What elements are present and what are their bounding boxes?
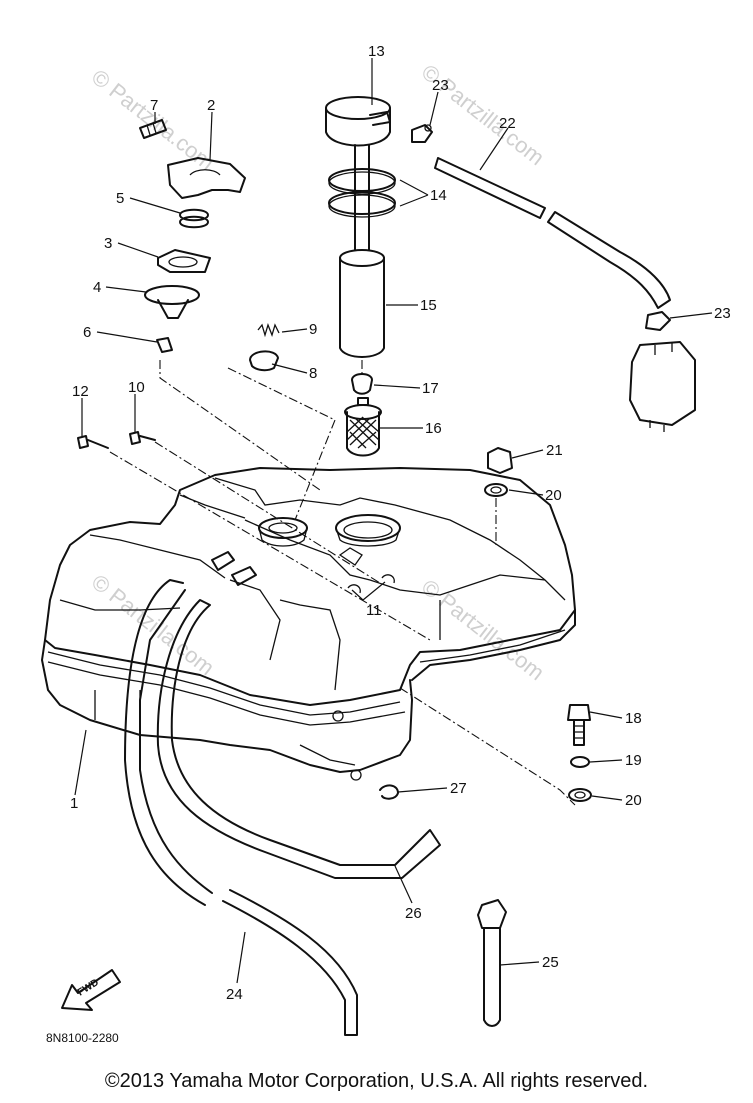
callout-24: 24 <box>226 986 243 1003</box>
callout-26: 26 <box>405 905 422 922</box>
callout-labels: 1 2 3 4 5 6 7 8 9 10 11 12 13 14 15 16 1… <box>70 43 731 1003</box>
watermark: © Partzilla.com <box>87 569 219 680</box>
callout-19: 19 <box>625 752 642 769</box>
mount-bolt <box>567 704 592 802</box>
callout-9: 9 <box>309 321 317 338</box>
callout-20a: 20 <box>545 487 562 504</box>
alignment-line <box>159 360 321 491</box>
callout-23b: 23 <box>714 305 731 322</box>
callout-7: 7 <box>150 97 158 114</box>
callout-6: 6 <box>83 324 91 341</box>
callout-18: 18 <box>625 710 642 727</box>
callout-1: 1 <box>70 795 78 812</box>
hose-clip <box>379 784 399 800</box>
small-parts <box>77 119 513 594</box>
tank-key <box>477 899 507 1027</box>
copyright-notice: ©2013 Yamaha Motor Corporation, U.S.A. A… <box>104 1070 649 1092</box>
callout-5: 5 <box>116 190 124 207</box>
callout-17: 17 <box>422 380 439 397</box>
callout-20b: 20 <box>625 792 642 809</box>
watermark: © Partzilla.com <box>417 59 549 170</box>
alignment-line <box>227 367 336 521</box>
callout-8: 8 <box>309 365 317 382</box>
callout-27: 27 <box>450 780 467 797</box>
callout-2: 2 <box>207 97 215 114</box>
callout-23a: 23 <box>432 77 449 94</box>
vent-hose <box>411 124 671 331</box>
breather-hose <box>124 579 358 1036</box>
exploded-parts-diagram: © Partzilla.com © Partzilla.com © Partzi… <box>41 43 731 1045</box>
callout-12: 12 <box>72 383 89 400</box>
forward-arrow-icon: FWD <box>61 969 121 1011</box>
callout-16: 16 <box>425 420 442 437</box>
callout-13: 13 <box>368 43 385 60</box>
leader-lines <box>74 58 713 984</box>
callout-11: 11 <box>366 602 382 619</box>
callout-21: 21 <box>546 442 563 459</box>
callout-3: 3 <box>104 235 112 252</box>
callout-4: 4 <box>93 279 101 296</box>
alignment-line <box>109 451 431 641</box>
watermark: © Partzilla.com <box>417 574 549 685</box>
callout-14: 14 <box>430 187 447 204</box>
fuel-pump <box>325 96 396 457</box>
alignment-line <box>399 687 576 806</box>
diagram-code: 8N8100-2280 <box>46 1031 119 1045</box>
callout-15: 15 <box>420 297 437 314</box>
canister <box>629 341 696 432</box>
fuel-tank <box>41 467 576 781</box>
callout-22: 22 <box>499 115 516 132</box>
drain-hose <box>156 599 441 879</box>
callout-10: 10 <box>128 379 145 396</box>
alignment-line <box>154 441 381 584</box>
callout-25: 25 <box>542 954 559 971</box>
